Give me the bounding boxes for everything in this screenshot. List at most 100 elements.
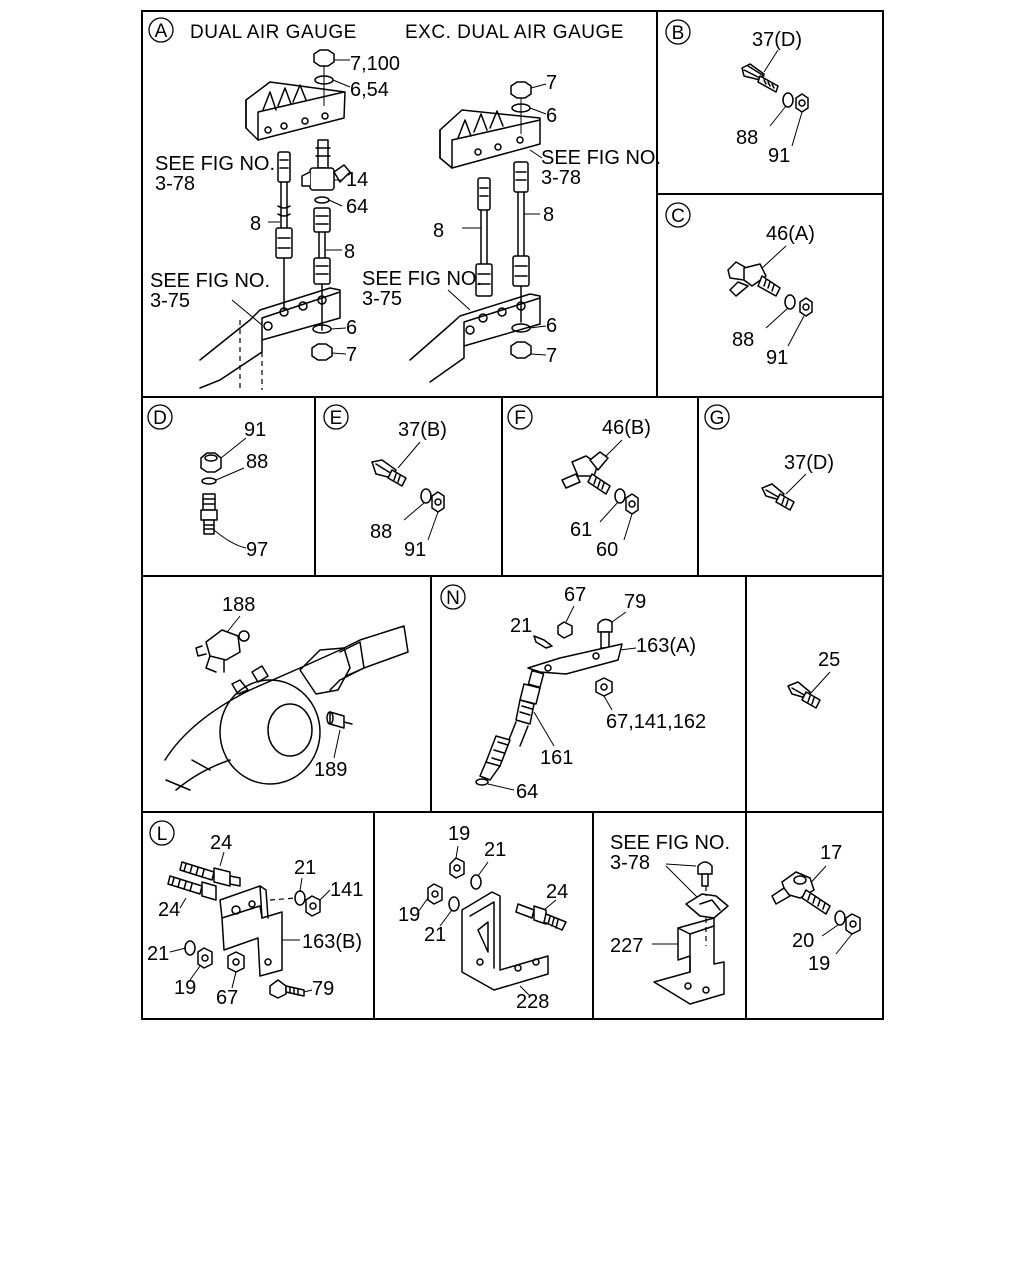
callout-7-right-top: 7 — [546, 72, 557, 94]
callout-67-141-162: 67,141,162 — [606, 711, 706, 733]
callout-8-right-a: 8 — [433, 220, 444, 242]
see-fig-ref: 3-78 — [155, 173, 195, 195]
callout-24-228: 24 — [546, 881, 568, 903]
callout-7-left: 7 — [346, 344, 357, 366]
panel-c: C 46(A) 88 91 — [665, 202, 815, 369]
see-fig-label-227: SEE FIG NO. — [610, 832, 730, 854]
fitting-97 — [200, 493, 218, 535]
panel-g: G 37(D) — [704, 404, 834, 511]
panel-d: D 91 88 97 — [147, 404, 268, 561]
panel-a-title-left: DUAL AIR GAUGE — [190, 22, 357, 43]
callout-7-right: 7 — [546, 345, 557, 367]
washer-21-228 — [448, 896, 460, 912]
callout-17: 17 — [820, 842, 842, 864]
bracket-163a — [527, 643, 623, 675]
bottom-nut-left — [311, 324, 347, 361]
callout-141: 141 — [330, 879, 363, 901]
callout-79-l: 79 — [312, 978, 334, 1000]
panel-b: B 37(D) 88 91 — [665, 19, 809, 167]
washer-21-l — [294, 890, 306, 906]
callout-21-228: 21 — [424, 924, 446, 946]
fitting-24-228 — [515, 903, 567, 931]
callout-91-c: 91 — [766, 347, 788, 369]
panel-l: L 24 24 21 141 163(B) 21 19 67 79 — [147, 820, 363, 1009]
callout-46a: 46(A) — [766, 223, 815, 245]
see-fig-label-2: SEE FIG NO. — [150, 270, 270, 292]
callout-188: 188 — [222, 594, 255, 616]
washer-88 — [782, 92, 794, 108]
panel-a-title-right: EXC. DUAL AIR GAUGE — [405, 22, 624, 43]
callout-91-d: 91 — [244, 419, 266, 441]
callout-6-right: 6 — [546, 315, 557, 337]
callout-21-228-top: 21 — [484, 839, 506, 861]
hose-right-b — [512, 161, 530, 323]
callout-97: 97 — [246, 539, 268, 561]
callout-14: 14 — [346, 169, 368, 191]
panel-c-letter: C — [671, 206, 685, 227]
callout-19-17: 19 — [808, 953, 830, 975]
callout-88-e: 88 — [370, 521, 392, 543]
panel-b-letter: B — [672, 23, 685, 44]
panel-f: F 46(B) 61 60 — [507, 404, 651, 561]
callout-8-right-b: 8 — [543, 204, 554, 226]
bolt-227 — [697, 861, 713, 887]
bottom-nut-right — [510, 323, 547, 359]
hose-right-a — [475, 177, 493, 297]
callout-67-l: 67 — [216, 987, 238, 1009]
panel-e-letter: E — [330, 408, 343, 429]
nut-60 — [625, 493, 639, 515]
callout-37d: 37(D) — [752, 29, 802, 51]
axle-housing — [164, 625, 409, 791]
callout-37d-g: 37(D) — [784, 452, 834, 474]
washer-88-d — [201, 477, 217, 485]
washer-21-n — [533, 635, 553, 649]
panel-227: SEE FIG NO. 3-78 227 — [610, 832, 730, 1005]
callout-163a: 163(A) — [636, 635, 696, 657]
panel-l-letter: L — [157, 824, 168, 845]
callout-228: 228 — [516, 991, 549, 1013]
callout-21-n: 21 — [510, 615, 532, 637]
fitting-24-upper — [179, 861, 241, 887]
callout-19-228: 19 — [398, 904, 420, 926]
panel-n-letter: N — [446, 588, 460, 609]
bracket-227 — [653, 917, 725, 1005]
callout-161: 161 — [540, 747, 573, 769]
callout-19-l: 19 — [174, 977, 196, 999]
nut-91-c — [799, 297, 813, 317]
tee-fitting — [301, 139, 351, 207]
callout-88-c: 88 — [732, 329, 754, 351]
callout-67: 67 — [564, 584, 586, 606]
panel-e: E 37(B) 88 91 — [323, 404, 447, 561]
top-nut-right — [510, 81, 547, 134]
callout-6-left: 6 — [346, 317, 357, 339]
callout-91-e: 91 — [404, 539, 426, 561]
panel-228: 19 21 24 19 21 228 — [398, 823, 568, 1013]
callout-6-54: 6,54 — [350, 79, 389, 101]
callout-6-right-top: 6 — [546, 105, 557, 127]
see-fig-ref-3: 3-78 — [541, 167, 581, 189]
callout-20: 20 — [792, 930, 814, 952]
frame-rail-left — [199, 287, 341, 392]
fitting-46a — [727, 261, 781, 297]
washer-61 — [614, 488, 626, 504]
fitting-25 — [787, 681, 821, 709]
bracket-228 — [461, 891, 549, 991]
panel-f-letter: F — [514, 408, 526, 429]
nut-91-d — [200, 452, 222, 473]
fitting-46b — [561, 451, 611, 495]
fitting-37b — [371, 459, 407, 487]
panel-g-letter: G — [710, 408, 725, 429]
callout-19-228-top: 19 — [448, 823, 470, 845]
washer-88-e — [420, 488, 432, 504]
callout-79: 79 — [624, 591, 646, 613]
hose-left — [275, 151, 293, 311]
callout-8-left: 8 — [250, 213, 261, 235]
callout-64: 64 — [346, 196, 368, 218]
see-fig-label: SEE FIG NO. — [155, 153, 275, 175]
callout-25: 25 — [818, 649, 840, 671]
panel-17: 17 20 19 — [771, 842, 861, 975]
callout-21-l-top: 21 — [294, 857, 316, 879]
callout-37b: 37(B) — [398, 419, 447, 441]
washer-21-l2 — [184, 940, 196, 956]
